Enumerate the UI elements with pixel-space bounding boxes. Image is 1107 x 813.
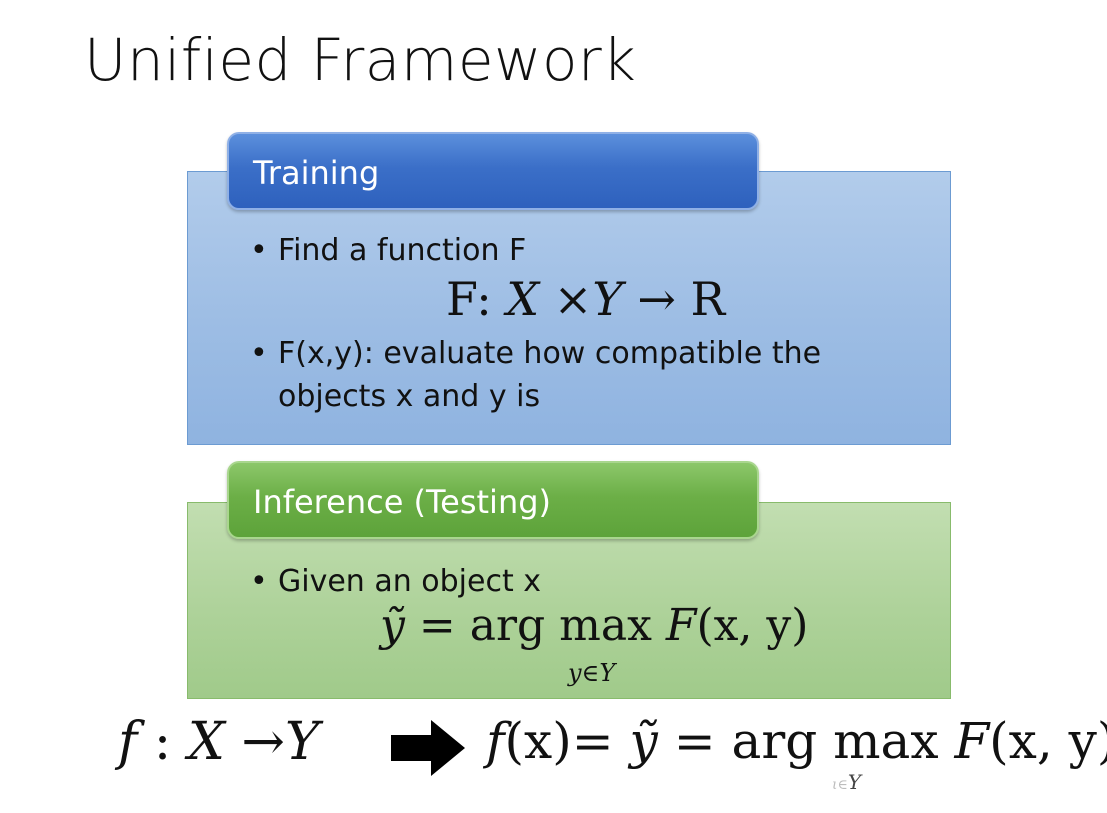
bullet-dot-icon: • <box>250 564 268 599</box>
result-equals-1: = <box>571 712 614 770</box>
inference-formula: ỹ = arg max F(x, y) <box>380 600 808 651</box>
formula-F: F <box>446 272 477 326</box>
result-argmax: arg max <box>731 712 939 770</box>
result-f: f <box>486 712 505 770</box>
training-bullet-2: • F(x,y): evaluate how compatible the obj… <box>250 332 821 418</box>
mapping-X: X <box>187 712 225 772</box>
training-bullet-1: • Find a function F <box>250 229 526 272</box>
result-x: (x) <box>504 712 572 770</box>
right-block-arrow-icon <box>391 720 465 776</box>
mapping-Y: Y <box>284 712 320 772</box>
formula-y-tilde: ỹ <box>380 600 405 651</box>
training-bullet-2-line-2: objects x and y is <box>278 379 541 414</box>
training-panel <box>187 171 951 445</box>
training-bullet-2-line-1: F(x,y): evaluate how compatible the <box>278 336 822 371</box>
formula-arrow: → <box>637 272 676 326</box>
result-y-tilde: ỹ <box>629 712 658 770</box>
formula-Y: Y <box>592 272 623 326</box>
result-formula: f(x)= ỹ = arg max F(x, y) <box>486 712 1107 770</box>
result-argmax-subscript: ι∈Y <box>832 770 862 794</box>
mapping-arrow: → <box>241 712 285 772</box>
bullet-dot-icon: • <box>250 233 268 268</box>
formula-R: R <box>690 272 726 326</box>
formula-equals: = <box>418 600 456 651</box>
inference-argmax-subscript: y∈Y <box>568 659 616 687</box>
result-args: (x, y) <box>989 712 1107 770</box>
subscript-occluder <box>752 772 872 798</box>
training-bullet-1-text: Find a function F <box>278 233 527 268</box>
mapping-formula: f : X →Y <box>118 712 319 772</box>
mapping-colon: : <box>153 712 172 772</box>
training-formula: F: X ×Y → R <box>446 272 725 326</box>
bullet-dot-icon: • <box>250 336 268 371</box>
inference-header: Inference (Testing) <box>227 461 759 539</box>
training-header: Training <box>227 132 759 210</box>
formula-X: X <box>506 272 540 326</box>
inference-bullet-1-text: Given an object x <box>278 564 542 599</box>
formula-colon: : <box>476 272 492 326</box>
inference-bullet-1: • Given an object x <box>250 560 541 603</box>
formula-args: (x, y) <box>696 600 809 651</box>
mapping-f: f <box>118 712 138 772</box>
formula-F: F <box>665 600 697 651</box>
slide-title: Unified Framework <box>84 26 637 94</box>
result-equals-2: = <box>673 712 716 770</box>
result-F: F <box>954 712 990 770</box>
formula-argmax: arg max <box>469 600 652 651</box>
formula-times: × <box>553 272 593 326</box>
